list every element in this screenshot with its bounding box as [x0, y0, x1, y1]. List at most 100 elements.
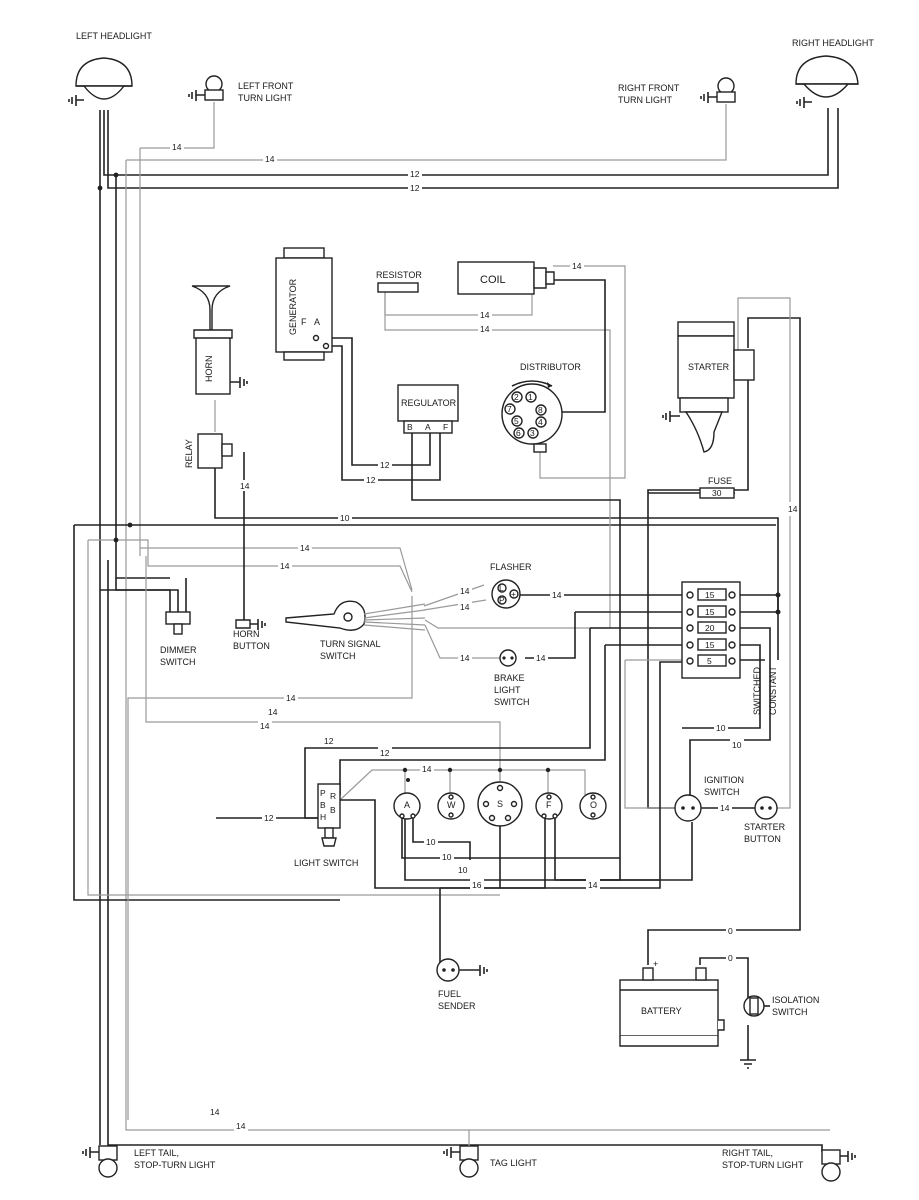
svg-text:14: 14	[268, 707, 278, 717]
wire-label: 14	[420, 763, 434, 774]
svg-text:B: B	[320, 800, 326, 810]
wire-label: 14	[278, 560, 292, 571]
svg-text:10: 10	[340, 513, 350, 523]
svg-text:0: 0	[728, 953, 733, 963]
generator-terminal-f: F	[301, 317, 307, 327]
svg-text:P: P	[499, 595, 505, 605]
ground-icon	[700, 92, 717, 103]
switched-label: SWITCHED	[752, 667, 762, 715]
svg-text:5: 5	[707, 656, 712, 666]
battery-label: BATTERY	[641, 1006, 682, 1016]
ground-icon	[250, 619, 266, 630]
svg-text:R: R	[330, 791, 336, 801]
svg-text:W: W	[447, 800, 456, 810]
svg-text:16: 16	[472, 880, 482, 890]
svg-text:F: F	[546, 800, 552, 810]
generator-label: GENERATOR	[288, 278, 298, 335]
svg-text:S: S	[497, 799, 503, 809]
left-tail-stop-turn-light: LEFT TAIL, STOP-TURN LIGHT	[82, 1145, 216, 1178]
svg-text:3: 3	[530, 428, 535, 438]
wire-label: 14	[478, 323, 492, 334]
svg-text:L: L	[499, 583, 504, 593]
left-front-turn-light-label: TURN LIGHT	[238, 93, 293, 103]
coil-label: COIL	[480, 274, 506, 286]
turn-signal-switch-label: SWITCH	[320, 651, 356, 661]
wire-label: 14	[570, 260, 584, 271]
oil-gauge: O	[579, 792, 607, 820]
right-tail-stop-turn-light: RIGHT TAIL, STOP-TURN LIGHT	[722, 1148, 856, 1182]
wire-label: 0	[726, 925, 736, 936]
svg-text:15: 15	[705, 607, 715, 617]
svg-text:0: 0	[728, 926, 733, 936]
svg-text:1: 1	[528, 392, 533, 402]
horn-button: HORN BUTTON	[233, 619, 270, 651]
wire-label: 14	[208, 1106, 222, 1117]
wire-label: 14	[234, 1120, 248, 1131]
battery-positive-icon: +	[653, 959, 658, 969]
svg-text:15: 15	[705, 590, 715, 600]
wire-label: 10	[424, 836, 438, 847]
battery: + BATTERY	[619, 959, 725, 1047]
distributor-terminals: 2 1 7 8 5 4 6 3	[504, 391, 547, 439]
ground-icon	[68, 95, 84, 106]
left-tail-label: STOP-TURN LIGHT	[134, 1160, 216, 1170]
ground-icon	[662, 411, 680, 422]
fuse-block: 15 15 20 15 5 SWITCHED CONSTANT	[681, 581, 781, 715]
distributor-label: DISTRIBUTOR	[520, 362, 581, 372]
resistor-label: RESISTOR	[376, 270, 422, 280]
fuse-block-row: 15	[686, 638, 736, 651]
svg-text:14: 14	[236, 1121, 246, 1131]
brake-light-switch: BRAKE LIGHT SWITCH	[494, 649, 530, 707]
wire-label: 12	[378, 747, 392, 758]
horn: HORN	[191, 285, 248, 395]
svg-text:12: 12	[324, 736, 334, 746]
generator: GENERATOR F A	[275, 247, 333, 361]
wire-label: 10	[730, 739, 744, 750]
tag-light: TAG LIGHT	[443, 1130, 537, 1178]
light-switch-label: LIGHT SWITCH	[294, 858, 358, 868]
svg-text:14: 14	[588, 880, 598, 890]
svg-text:12: 12	[410, 183, 420, 193]
wire-label: 10	[440, 851, 454, 862]
horn-label: HORN	[204, 356, 214, 383]
svg-text:12: 12	[264, 813, 274, 823]
right-front-turn-light-label: RIGHT FRONT	[618, 83, 680, 93]
svg-text:8: 8	[538, 405, 543, 415]
isolation-switch-label: ISOLATION	[772, 995, 819, 1005]
ground-icon	[230, 377, 248, 388]
starter-label: STARTER	[688, 362, 730, 372]
fuse-rating: 30	[712, 488, 722, 498]
wire-label: 10	[338, 512, 352, 523]
svg-text:14: 14	[260, 721, 270, 731]
ignition-switch-label: IGNITION	[704, 775, 744, 785]
svg-text:7: 7	[507, 404, 512, 414]
fuse: 30 FUSE	[699, 476, 735, 499]
wire-label: 14	[534, 652, 548, 663]
temperature-gauge: W	[437, 792, 465, 820]
ground-icon	[840, 1151, 856, 1162]
regulator-terminal-f: F	[443, 422, 448, 432]
wire-label: 12	[364, 474, 378, 485]
fuse-block-row: 15	[686, 588, 736, 601]
starter-button-label: BUTTON	[744, 834, 781, 844]
svg-text:20: 20	[705, 623, 715, 633]
svg-text:10: 10	[442, 852, 452, 862]
wire-label: 14	[458, 652, 472, 663]
svg-text:14: 14	[286, 693, 296, 703]
right-tail-label: RIGHT TAIL,	[722, 1148, 773, 1158]
svg-text:4: 4	[538, 417, 543, 427]
fuel-sender: FUEL SENDER	[436, 958, 488, 1011]
relay: RELAY	[184, 433, 233, 469]
ammeter-gauge: A	[393, 792, 421, 820]
starter-button-label: STARTER	[744, 822, 786, 832]
svg-text:14: 14	[460, 586, 470, 596]
wire-label: 12	[408, 182, 422, 193]
wire-label: 0	[726, 952, 736, 963]
generator-terminal-a: A	[314, 317, 320, 327]
wire-label: 12	[322, 735, 336, 746]
turn-signal-switch: TURN SIGNAL SWITCH	[285, 600, 426, 661]
svg-text:10: 10	[732, 740, 742, 750]
wire-label: 14	[718, 802, 732, 813]
wire-label: 14	[458, 585, 472, 596]
